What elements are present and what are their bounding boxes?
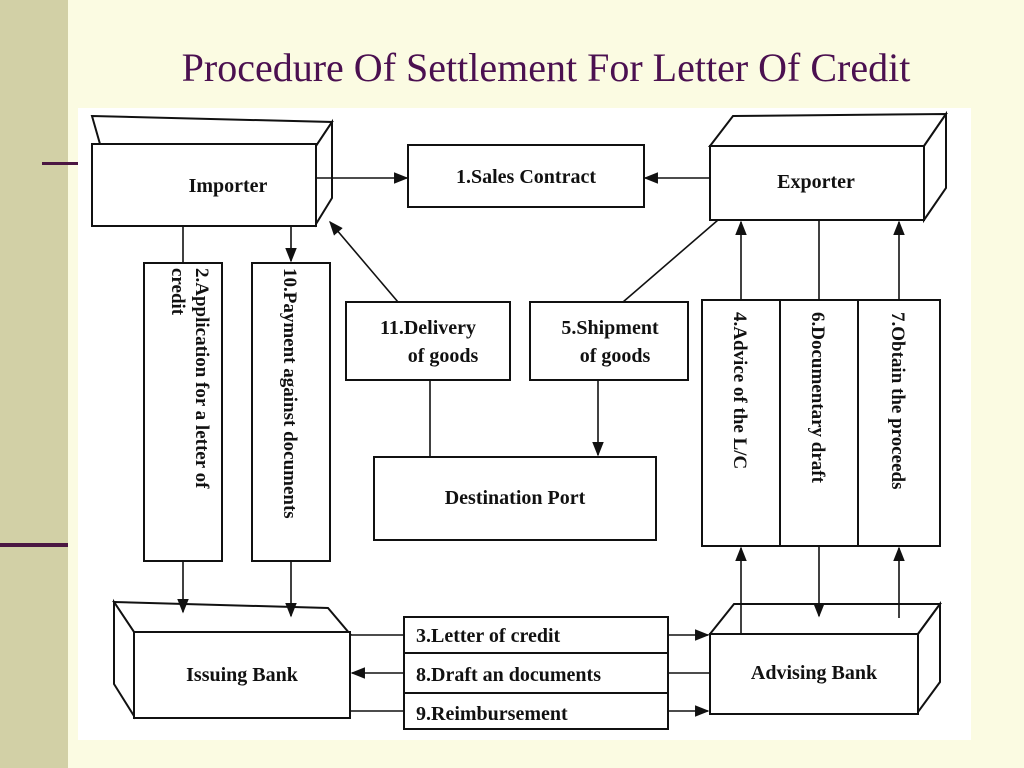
slide-sidebar (0, 0, 68, 768)
step-3-label: 3.Letter of credit (416, 625, 561, 647)
issuing-bank-box (112, 598, 353, 720)
step-4-box (701, 299, 781, 547)
issuing-bank-label: Issuing Bank (186, 664, 299, 686)
step-1-label: 1.Sales Contract (456, 166, 596, 188)
destination-port-label: Destination Port (445, 487, 586, 509)
step-11-label-line1: 11.Delivery (380, 317, 476, 339)
exporter-box (707, 110, 948, 224)
importer-label: Importer (189, 175, 268, 197)
step-5-box (529, 301, 689, 381)
step-2-label-line2: credit (167, 268, 188, 316)
step-10-label: 10.Payment against documents (279, 268, 300, 519)
step-7-box (857, 299, 941, 547)
step-8-box (403, 652, 669, 694)
step-11-box (345, 301, 511, 381)
page-title: Procedure Of Settlement For Letter Of Cr… (181, 45, 911, 90)
advising-bank-box (707, 600, 942, 716)
destination-port-box (373, 456, 657, 541)
step-1-box (407, 144, 645, 208)
step-3-box (403, 616, 669, 654)
step-5-label-line1: 5.Shipment (561, 317, 659, 339)
step-7-label: 7.Obtain the proceeds (887, 312, 908, 490)
step-2-label-line1: 2.Application for a letter of (191, 268, 212, 489)
decorative-rule (42, 162, 78, 165)
step-8-label: 8.Draft an documents (416, 664, 601, 686)
arrow-delivery-importer (329, 220, 399, 303)
step-9-label: 9.Reimbursement (416, 703, 568, 725)
connector-exporter-shipment (622, 219, 719, 303)
importer-box (90, 114, 334, 228)
decorative-rule (0, 543, 68, 547)
exporter-label: Exporter (777, 171, 855, 193)
step-4-label: 4.Advice of the L/C (729, 312, 750, 469)
settlement-flow-diagram: Importer Exporter 1.Sales Contract 11.De… (78, 108, 971, 740)
step-5-label-line2: of goods (580, 345, 651, 367)
step-11-label-line2: of goods (408, 345, 479, 367)
step-6-box (779, 299, 859, 547)
advising-bank-label: Advising Bank (751, 662, 878, 684)
step-6-label: 6.Documentary draft (807, 312, 828, 484)
